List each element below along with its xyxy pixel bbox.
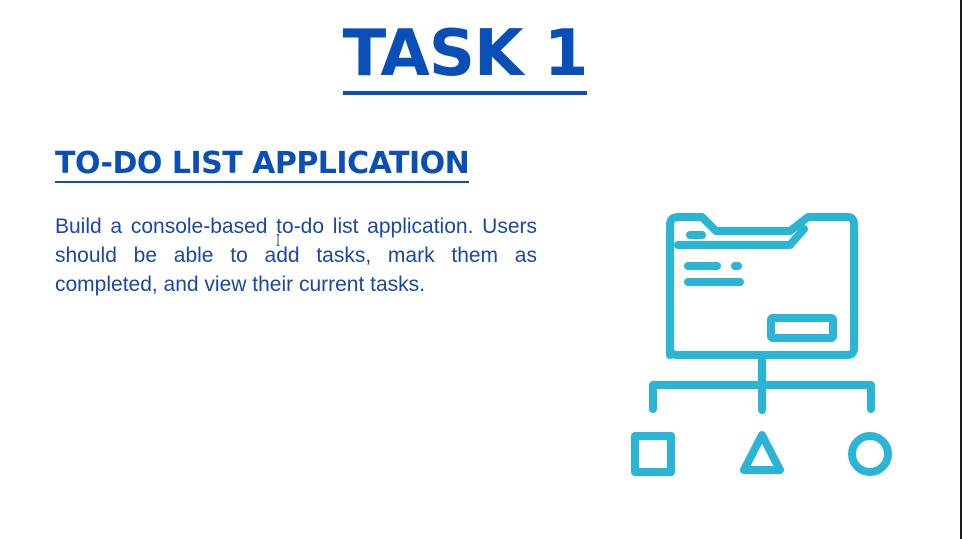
section-heading-text: TO-DO LIST APPLICATION <box>55 146 470 183</box>
page-edge-divider <box>960 0 962 539</box>
task-description: Build a console-based to-do list applica… <box>55 215 537 296</box>
slide-title-text: TASK 1 <box>342 17 588 95</box>
folder-hierarchy-icon <box>631 213 892 476</box>
section-heading: TO-DO LIST APPLICATION <box>55 145 470 183</box>
text-cursor-icon <box>276 234 280 246</box>
slide-title: TASK 1 <box>0 14 930 95</box>
